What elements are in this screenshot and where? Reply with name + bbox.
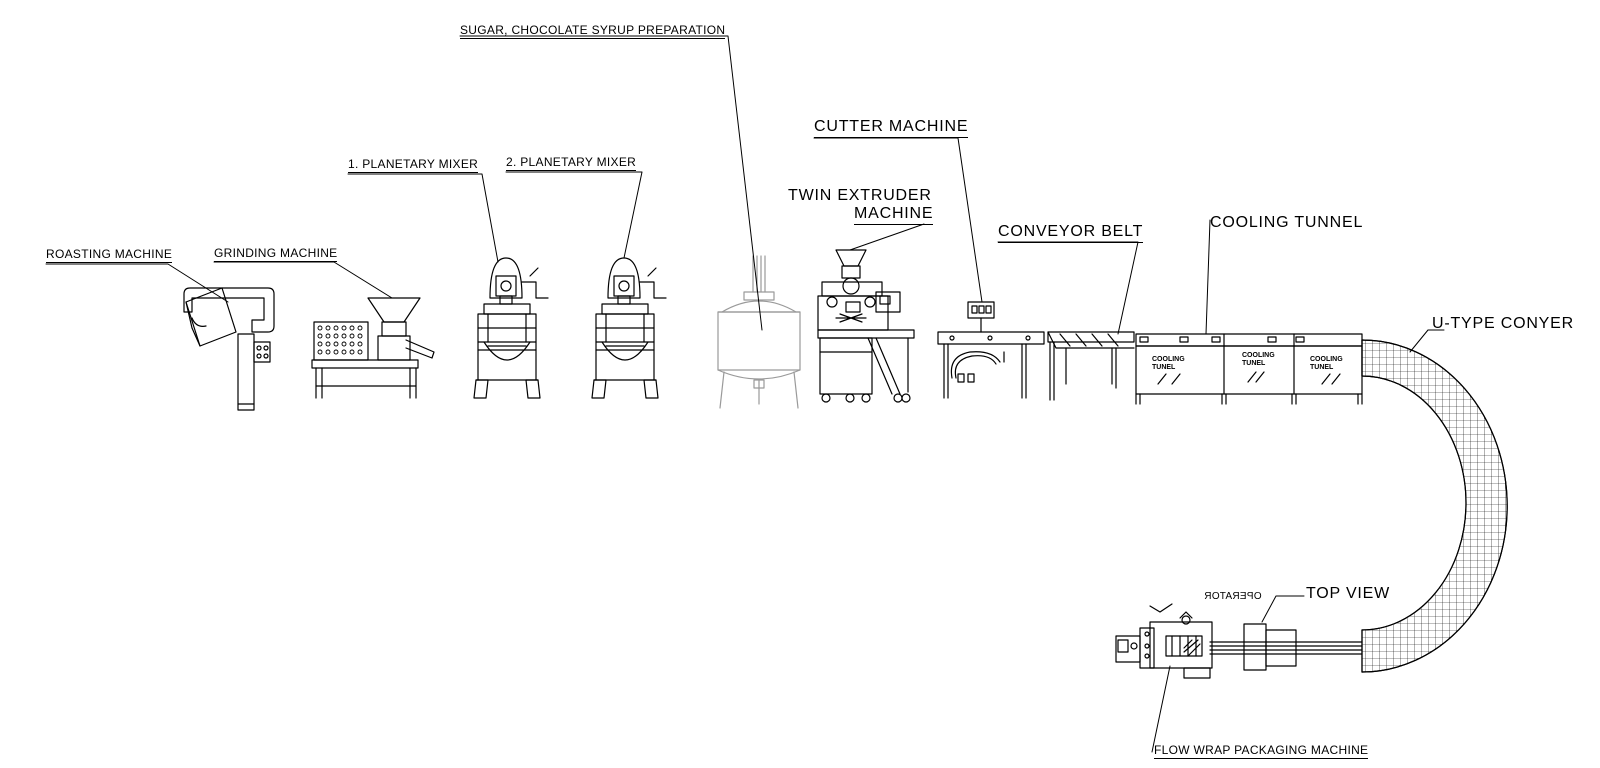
- label-cooling-tunnel: COOLING TUNNEL: [1210, 214, 1364, 231]
- leader-lines: [45, 35, 1445, 753]
- tunnel-section-2-text: COOLING TUNEL: [1242, 352, 1275, 367]
- tunnel-section-3-text: COOLING TUNEL: [1310, 356, 1343, 371]
- label-grinding-machine: GRINDING MACHINE: [214, 246, 338, 262]
- label-top-view: TOP VIEW: [1306, 585, 1391, 602]
- label-planetary-mixer-2: 2. PLANETARY MIXER: [506, 155, 637, 171]
- label-u-type-conveyor: U-TYPE CONYER: [1432, 315, 1574, 332]
- planetary-mixer-2: [591, 257, 667, 399]
- planetary-mixer-1: [473, 257, 549, 399]
- tunnel-section-1-text: COOLING TUNEL: [1152, 356, 1185, 371]
- label-flow-wrap-packaging-machine: FLOW WRAP PACKAGING MACHINE: [1154, 743, 1369, 759]
- flow-wrap-packaging-machine: [1115, 603, 1363, 679]
- u-type-conveyor: [1361, 339, 1508, 673]
- grinding-machine: [311, 297, 435, 399]
- label-operator: OPERATOR: [1204, 591, 1262, 602]
- label-cutter-machine: CUTTER MACHINE: [814, 119, 969, 138]
- label-roasting-machine: ROASTING MACHINE: [46, 247, 173, 263]
- label-syrup-preparation: SUGAR, CHOCOLATE SYRUP PREPARATION: [460, 23, 726, 39]
- twin-extruder-machine: [817, 249, 915, 403]
- roasting-machine: [183, 287, 275, 411]
- cutter-machine: [937, 301, 1045, 399]
- label-twin-extruder-line1: TWIN EXTRUDER: [788, 187, 932, 204]
- conveyor-belt: [1047, 331, 1135, 401]
- label-planetary-mixer-1: 1. PLANETARY MIXER: [348, 157, 479, 173]
- label-conveyor-belt: CONVEYOR BELT: [998, 224, 1144, 243]
- label-twin-extruder-line2: MACHINE: [854, 206, 934, 225]
- syrup-tank: [717, 255, 801, 409]
